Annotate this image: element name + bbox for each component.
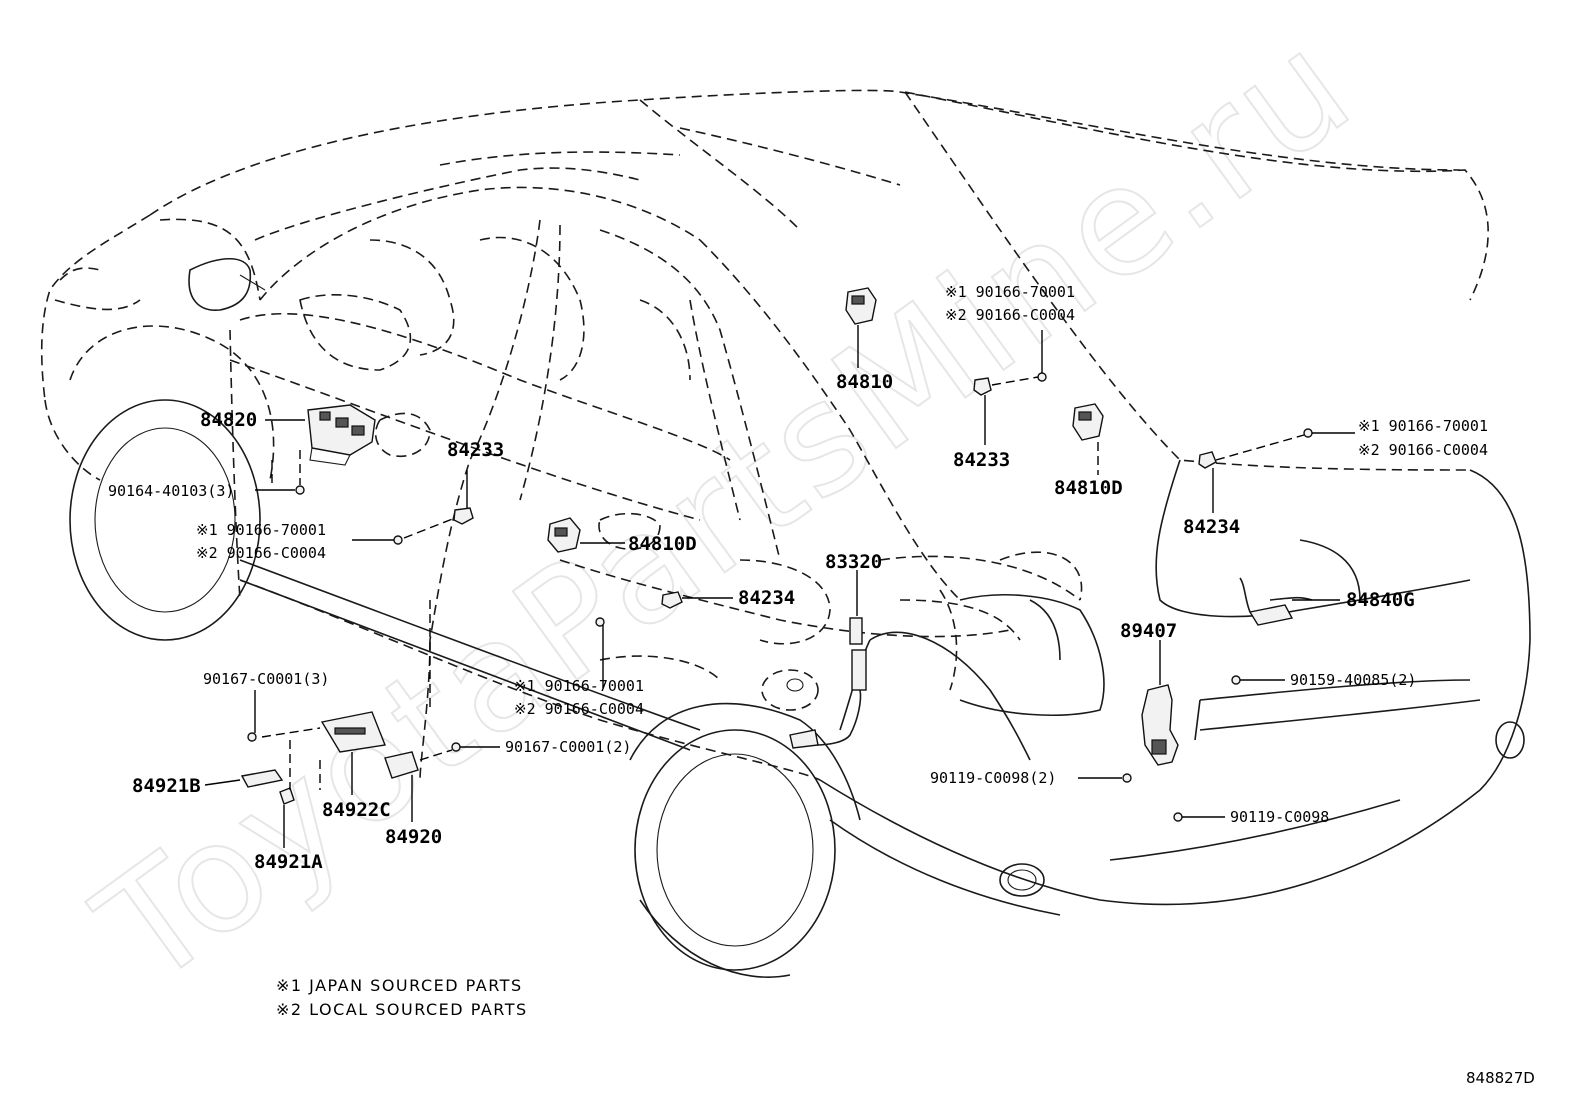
part-84810D-lower	[547, 517, 581, 553]
part-84920-switch	[384, 751, 419, 779]
legend-notes: ※1 JAPAN SOURCED PARTS ※2 LOCAL SOURCED …	[276, 976, 528, 1019]
label-84810: 84810	[836, 371, 893, 393]
part-84233-left	[453, 507, 474, 525]
part-84921B-cover	[240, 769, 284, 788]
note-local-sourced: ※2 LOCAL SOURCED PARTS	[276, 1000, 528, 1019]
part-84922C-switch	[320, 711, 386, 753]
fastener-labels: 90164-40103(3) ※1 90166-70001 ※2 90166-C…	[108, 283, 1488, 826]
label-pair-mid-local: ※2 90166-C0004	[514, 700, 644, 718]
part-labels: 84810 84810D 84810D 84820 84233 84233 84…	[132, 371, 1415, 873]
part-84234-right	[1198, 451, 1217, 469]
label-pair-top-local: ※2 90166-C0004	[945, 306, 1075, 324]
label-pair-right-japan: ※1 90166-70001	[1358, 417, 1488, 435]
label-84840G: 84840G	[1346, 589, 1415, 611]
label-90164-40103: 90164-40103(3)	[108, 482, 234, 500]
label-90167-C0001-3: 90167-C0001(3)	[203, 670, 329, 688]
label-89407: 89407	[1120, 620, 1177, 642]
part-84810-switch	[845, 287, 877, 325]
label-84810D-lower: 84810D	[628, 533, 697, 555]
part-84921A-cover	[279, 787, 295, 805]
part-84810D-upper	[1072, 403, 1104, 441]
label-90119-C0098-2: 90119-C0098(2)	[930, 769, 1056, 787]
label-90167-C0001-2: 90167-C0001(2)	[505, 738, 631, 756]
label-84921B: 84921B	[132, 775, 201, 797]
label-84810D-upper: 84810D	[1054, 477, 1123, 499]
note-japan-sourced: ※1 JAPAN SOURCED PARTS	[276, 976, 523, 995]
part-84233-right	[973, 377, 992, 396]
label-pair-right-local: ※2 90166-C0004	[1358, 441, 1488, 459]
label-84234-left: 84234	[738, 587, 795, 609]
label-pair-mid-japan: ※1 90166-70001	[514, 677, 644, 695]
label-84920: 84920	[385, 826, 442, 848]
leader-lines	[204, 325, 1355, 848]
label-83320: 83320	[825, 551, 882, 573]
label-84921A: 84921A	[254, 851, 323, 873]
label-90119-C0098: 90119-C0098	[1230, 808, 1329, 826]
part-84840G-switch	[1239, 577, 1313, 626]
label-pair-left-japan: ※1 90166-70001	[196, 521, 326, 539]
label-84922C: 84922C	[322, 799, 391, 821]
part-84234-left	[661, 591, 683, 609]
label-90159-40085: 90159-40085(2)	[1290, 671, 1416, 689]
label-84233-left: 84233	[447, 439, 504, 461]
car-body-outline	[40, 89, 1531, 978]
diagram-code: 848827D	[1466, 1069, 1535, 1087]
label-84234-right: 84234	[1183, 516, 1240, 538]
label-pair-left-local: ※2 90166-C0004	[196, 544, 326, 562]
part-83320-sensor	[789, 617, 867, 749]
label-84820: 84820	[200, 409, 257, 431]
part-84820-switch	[307, 404, 376, 466]
label-84233-right: 84233	[953, 449, 1010, 471]
label-pair-top-japan: ※1 90166-70001	[945, 283, 1075, 301]
part-89407-sensor	[1141, 684, 1179, 766]
